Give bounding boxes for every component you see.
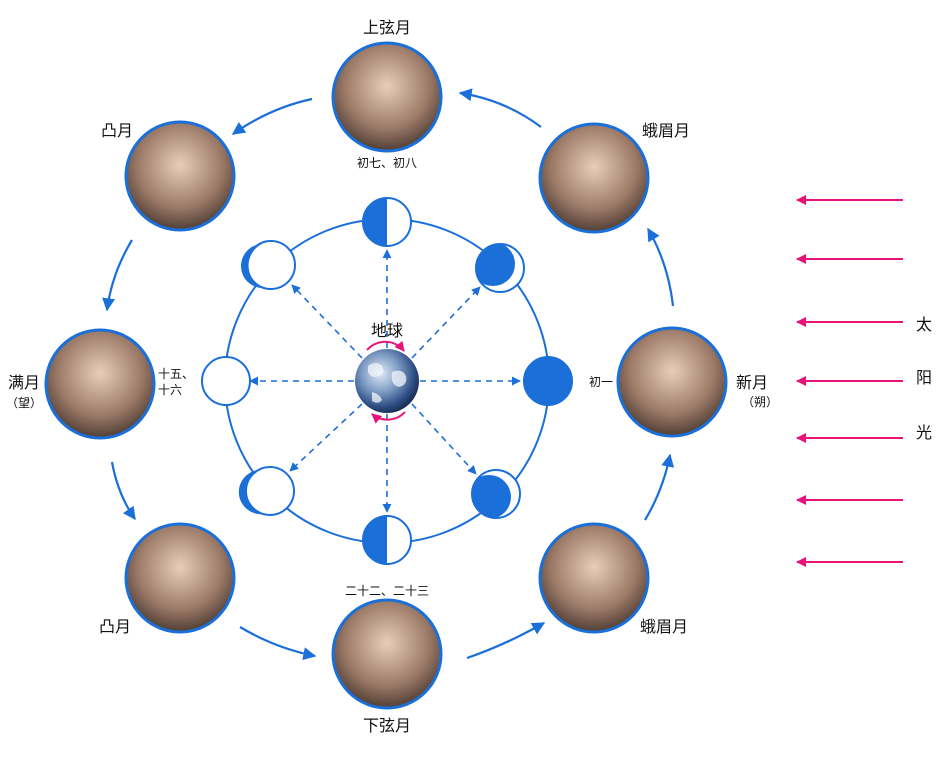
- earth-label: 地球: [371, 321, 403, 340]
- portrait-photo-icon: [618, 328, 726, 436]
- portrait-photo-icon: [46, 330, 154, 438]
- sunlight-label-char-3: 光: [916, 423, 932, 442]
- cycle-arrow-right-to-upper-right: [648, 229, 673, 306]
- photo-bottom-note: 二十二、二十三: [345, 584, 429, 598]
- moon-right: [524, 357, 572, 405]
- moon-left-disc: [202, 357, 250, 405]
- earth-rotation-arrow-bottom: [372, 412, 405, 420]
- sunlight-arrows: [797, 200, 903, 562]
- moon-right-shadow: [524, 357, 572, 405]
- photo-lower-right: 蛾眉月: [540, 524, 688, 636]
- portrait-photo-icon: [333, 43, 441, 151]
- photo-top-label: 上弦月: [363, 18, 411, 37]
- photo-left-sublabel: （望）: [6, 396, 42, 410]
- sight-line-lower-left: [290, 404, 362, 471]
- moon-upper-right-shadow: [471, 242, 515, 286]
- earth-globe-icon: [355, 349, 419, 413]
- cycle-arrow-lower-left-to-bottom: [240, 627, 315, 656]
- sight-line-lower-right: [412, 404, 476, 474]
- cycle-arrow-upper-right-to-top: [460, 93, 541, 127]
- photo-right: 新月 （朔） 初一: [589, 328, 778, 436]
- earth: 地球: [355, 321, 419, 420]
- moon-lower-left: [239, 467, 294, 515]
- photo-top: 上弦月 初七、初八: [333, 18, 441, 170]
- portrait-photo-icon: [126, 122, 234, 230]
- photo-lower-left: 凸月: [99, 524, 234, 636]
- photo-upper-left: 凸月: [101, 121, 234, 230]
- moon-upper-right: [471, 242, 524, 292]
- cycle-arrow-left-to-lower-left: [112, 462, 135, 519]
- sight-line-upper-left: [292, 285, 362, 358]
- moon-top-shadow: [363, 198, 387, 246]
- photo-right-label: 新月: [736, 373, 768, 392]
- cycle-arrow-upper-left-to-left: [107, 240, 132, 310]
- portrait-photo-icon: [333, 600, 441, 708]
- sunlight-label: 太 阳 光: [916, 315, 932, 442]
- moon-upper-left: [241, 241, 295, 289]
- cycle-arrow-lower-right-to-right: [645, 455, 670, 520]
- cycle-arrow-bottom-to-lower-right: [467, 623, 544, 658]
- photo-upper-right: 蛾眉月: [540, 121, 690, 232]
- photo-upper-right-label: 蛾眉月: [642, 121, 690, 140]
- photo-bottom: 二十二、二十三 下弦月: [333, 584, 441, 735]
- photo-right-note: 初一: [589, 375, 613, 389]
- moon-left: [202, 357, 250, 405]
- portrait-photo-icon: [540, 124, 648, 232]
- photo-lower-left-label: 凸月: [99, 617, 131, 636]
- photo-left-label: 满月: [8, 373, 40, 392]
- portrait-photo-icon: [126, 524, 234, 632]
- moon-lower-right-shadow: [467, 475, 511, 519]
- cycle-arrow-top-to-upper-left: [233, 99, 312, 134]
- photo-left: 满月 （望） 十五、 十六: [6, 330, 194, 438]
- photo-left-note-line2: 十六: [158, 383, 182, 397]
- sight-line-upper-right: [412, 287, 480, 358]
- photo-lower-right-label: 蛾眉月: [640, 617, 688, 636]
- portrait-photo-icon: [540, 524, 648, 632]
- moon-top: [363, 198, 411, 246]
- moon-lower-right: [467, 470, 520, 519]
- moon-bottom: [363, 516, 411, 564]
- photo-top-note: 初七、初八: [357, 156, 417, 170]
- moon-bottom-shadow: [363, 516, 387, 564]
- sunlight-label-char-2: 阳: [916, 368, 932, 387]
- photo-right-sublabel: （朔）: [742, 394, 778, 409]
- photo-bottom-label: 下弦月: [363, 716, 411, 735]
- photo-left-note-line1: 十五、: [158, 367, 194, 381]
- sunlight-label-char-1: 太: [916, 315, 932, 334]
- photo-upper-left-label: 凸月: [101, 121, 133, 140]
